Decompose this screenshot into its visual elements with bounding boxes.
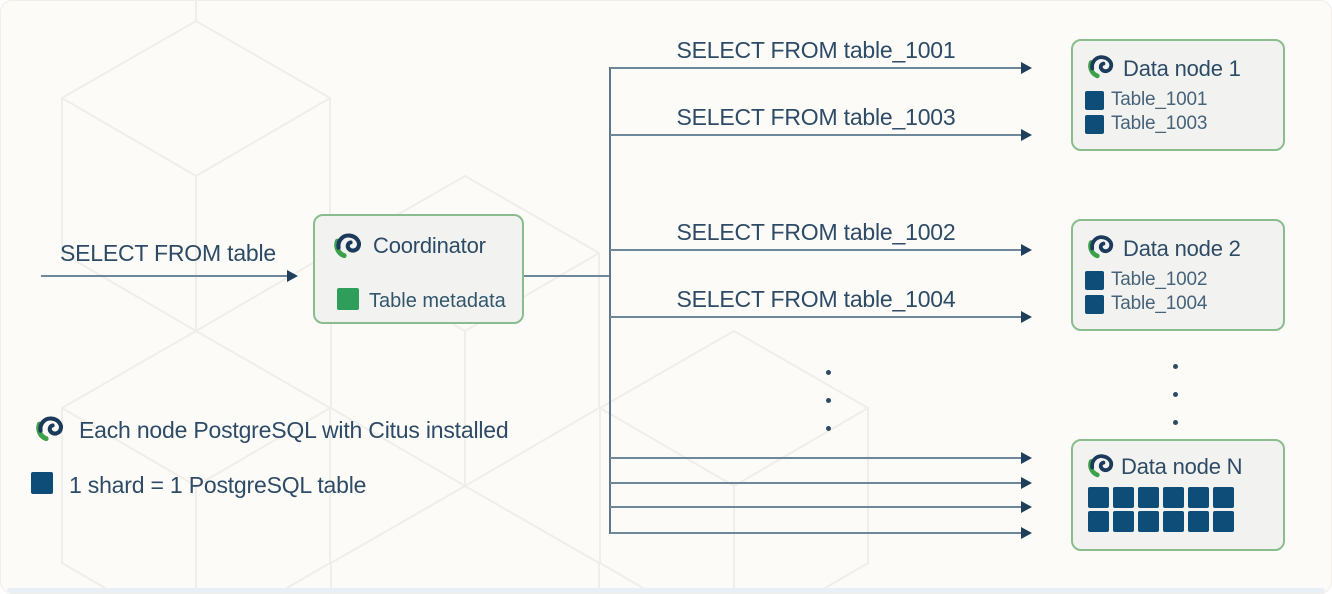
data-node-2: Data node 2 Table_1002 Table_1004 [1071,219,1285,331]
table-metadata-label: Table metadata [369,290,506,312]
legend-shard-label: 1 shard = 1 PostgreSQL table [69,472,367,498]
legend-citus-label: Each node PostgreSQL with Citus installe… [79,417,509,443]
ellipsis-dot [826,370,831,375]
shard-square-icon [1138,487,1159,508]
fanout-arrow [610,477,1032,489]
table-name: Table_1004 [1111,293,1208,314]
routed-query-label: SELECT FROM table_1003 [676,104,956,130]
shard-square-icon [1085,294,1104,314]
client-query-arrow [41,270,298,282]
citus-icon [333,231,363,259]
coordinator-title: Coordinator [373,233,486,258]
fanout-arrow [610,501,1032,513]
table-name: Table_1002 [1111,269,1208,290]
table-row: Table_1004 [1085,293,1207,315]
shard-square-icon [1188,487,1209,508]
shard-square-icon [1085,270,1104,290]
shard-grid [1088,487,1234,532]
data-node-n: Data node N [1071,439,1285,551]
table-metadata-icon [337,288,359,310]
client-query-label: SELECT FROM table [59,240,277,266]
citus-icon [1087,452,1115,478]
shard-square-icon [1138,511,1159,532]
data-node-1: Data node 1 Table_1001 Table_1003 [1071,39,1285,151]
fanout-arrow [610,527,1032,539]
ellipsis-dot [826,398,831,403]
coordinator-trunk-connector [524,275,610,277]
fanout-trunk-line [609,67,611,534]
shard-square-icon [1213,511,1234,532]
citus-icon [35,414,65,442]
shard-square-icon [31,472,53,494]
shard-square-icon [1113,511,1134,532]
shard-square-icon [1088,487,1109,508]
shard-square-icon [1113,487,1134,508]
citus-icon [1087,53,1115,79]
routed-query-label: SELECT FROM table_1004 [676,286,956,312]
citus-icon [1087,233,1115,259]
routed-query-arrow [610,311,1032,323]
ellipsis-dot [1173,392,1178,397]
data-node-title: Data node 2 [1123,236,1241,261]
shard-square-icon [1085,90,1104,110]
ellipsis-dot [1173,420,1178,425]
data-node-title: Data node N [1121,454,1243,479]
shard-square-icon [1163,487,1184,508]
shard-square-icon [1085,114,1104,134]
table-row: Table_1003 [1085,113,1207,135]
shard-square-icon [1163,511,1184,532]
shard-square-icon [1213,487,1234,508]
routed-query-arrow [610,244,1032,256]
routed-query-arrow [610,62,1032,74]
shard-square-icon [1088,511,1109,532]
fanout-arrow [610,452,1032,464]
table-row: Table_1002 [1085,269,1207,291]
table-name: Table_1001 [1111,89,1208,110]
table-row: Table_1001 [1085,89,1207,111]
routed-query-label: SELECT FROM table_1002 [676,219,956,245]
routed-query-label: SELECT FROM table_1001 [676,37,956,63]
ellipsis-dot [826,426,831,431]
coordinator-node: Coordinator Table metadata [313,214,524,324]
ellipsis-dot [1173,364,1178,369]
table-name: Table_1003 [1111,113,1208,134]
data-node-title: Data node 1 [1123,56,1241,81]
routed-query-arrow [610,129,1032,141]
shard-square-icon [1188,511,1209,532]
bottom-edge-strip [7,588,1325,593]
